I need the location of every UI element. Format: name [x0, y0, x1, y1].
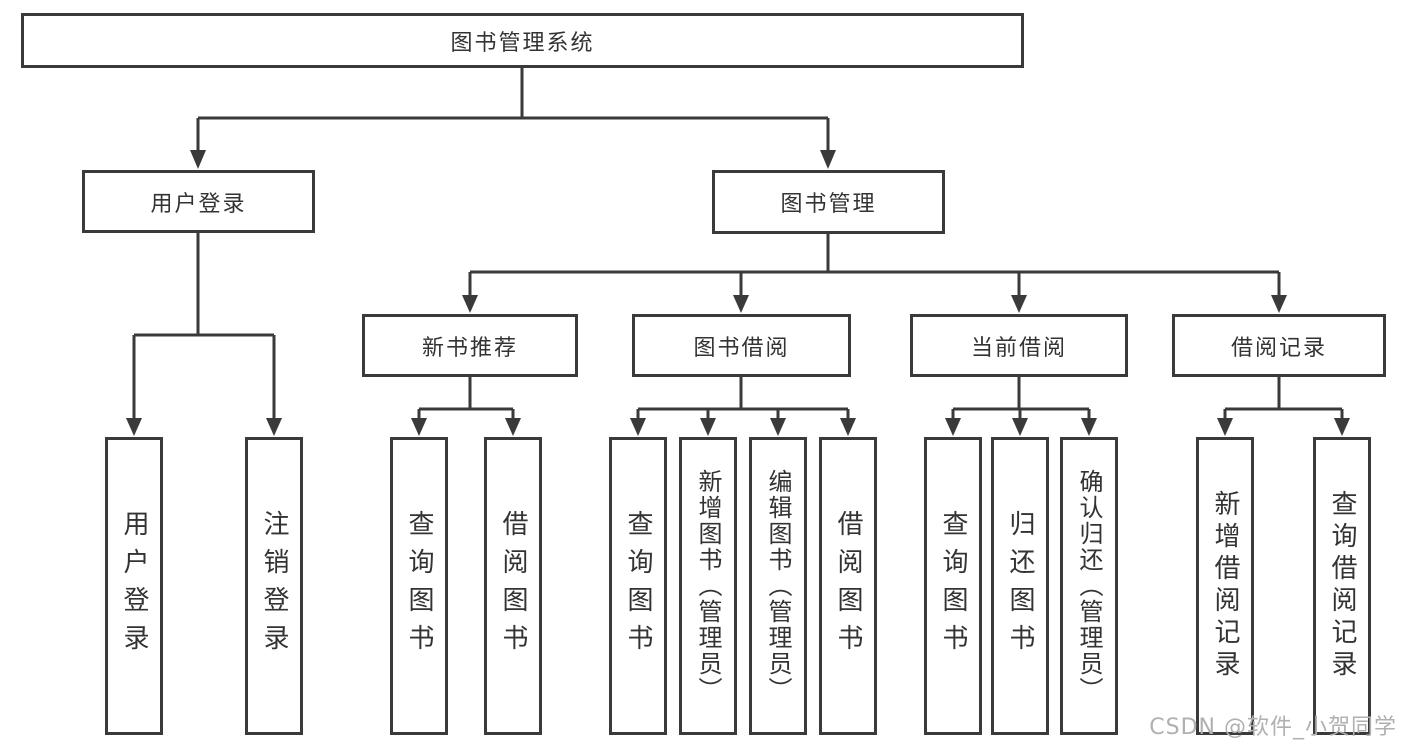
leaf-edit-book-admin: 编辑图书（管理员）: [749, 437, 807, 735]
node-borrow-records-label: 借阅记录: [1230, 335, 1327, 361]
leaf-query-books-borrow-label: 查询图书: [623, 510, 653, 662]
watermark: CSDN @软件_小贺同学: [1149, 715, 1397, 740]
leaf-logout-label: 注销登录: [259, 510, 289, 662]
node-new-book-recommend: 新书推荐: [362, 314, 578, 377]
node-book-management: 图书管理: [712, 170, 945, 234]
node-user-login-label: 用户登录: [150, 191, 247, 217]
leaf-borrow-books-label: 借阅图书: [833, 510, 863, 662]
leaf-query-borrow-record-label: 查询借阅记录: [1327, 490, 1357, 682]
node-root-label: 图书管理系统: [450, 30, 595, 56]
node-current-borrow: 当前借阅: [910, 314, 1128, 377]
leaf-user-login-label: 用户登录: [119, 510, 149, 662]
leaf-query-books-current-label: 查询图书: [938, 510, 968, 662]
node-user-login: 用户登录: [82, 170, 315, 233]
leaf-add-borrow-record-label: 新增借阅记录: [1210, 490, 1240, 682]
leaf-confirm-return-admin-label: 确认归还（管理员）: [1075, 469, 1103, 703]
leaf-confirm-return-admin: 确认归还（管理员）: [1060, 437, 1118, 735]
node-current-borrow-label: 当前借阅: [970, 335, 1067, 361]
node-new-book-recommend-label: 新书推荐: [421, 335, 518, 361]
leaf-return-book: 归还图书: [991, 437, 1049, 735]
node-borrow-records: 借阅记录: [1172, 314, 1386, 377]
leaf-add-book-admin: 新增图书（管理员）: [679, 437, 737, 735]
node-book-borrow: 图书借阅: [632, 314, 851, 377]
leaf-query-borrow-record: 查询借阅记录: [1313, 437, 1371, 735]
node-book-borrow-label: 图书借阅: [693, 335, 790, 361]
leaf-logout: 注销登录: [245, 437, 303, 735]
leaf-return-book-label: 归还图书: [1005, 510, 1035, 662]
leaf-borrow-books: 借阅图书: [819, 437, 877, 735]
leaf-add-book-admin-label: 新增图书（管理员）: [694, 469, 722, 703]
leaf-query-books-recommend: 查询图书: [390, 437, 448, 735]
leaf-query-books-borrow: 查询图书: [609, 437, 667, 735]
leaf-borrow-books-recommend: 借阅图书: [484, 437, 542, 735]
leaf-borrow-books-recommend-label: 借阅图书: [498, 510, 528, 662]
node-root-system: 图书管理系统: [21, 13, 1024, 68]
leaf-query-books-current: 查询图书: [924, 437, 982, 735]
leaf-edit-book-admin-label: 编辑图书（管理员）: [764, 469, 792, 703]
leaf-add-borrow-record: 新增借阅记录: [1196, 437, 1254, 735]
leaf-user-login: 用户登录: [105, 437, 163, 735]
arrowheads: [126, 150, 1350, 436]
leaf-query-books-recommend-label: 查询图书: [404, 510, 434, 662]
node-book-management-label: 图书管理: [780, 192, 877, 217]
